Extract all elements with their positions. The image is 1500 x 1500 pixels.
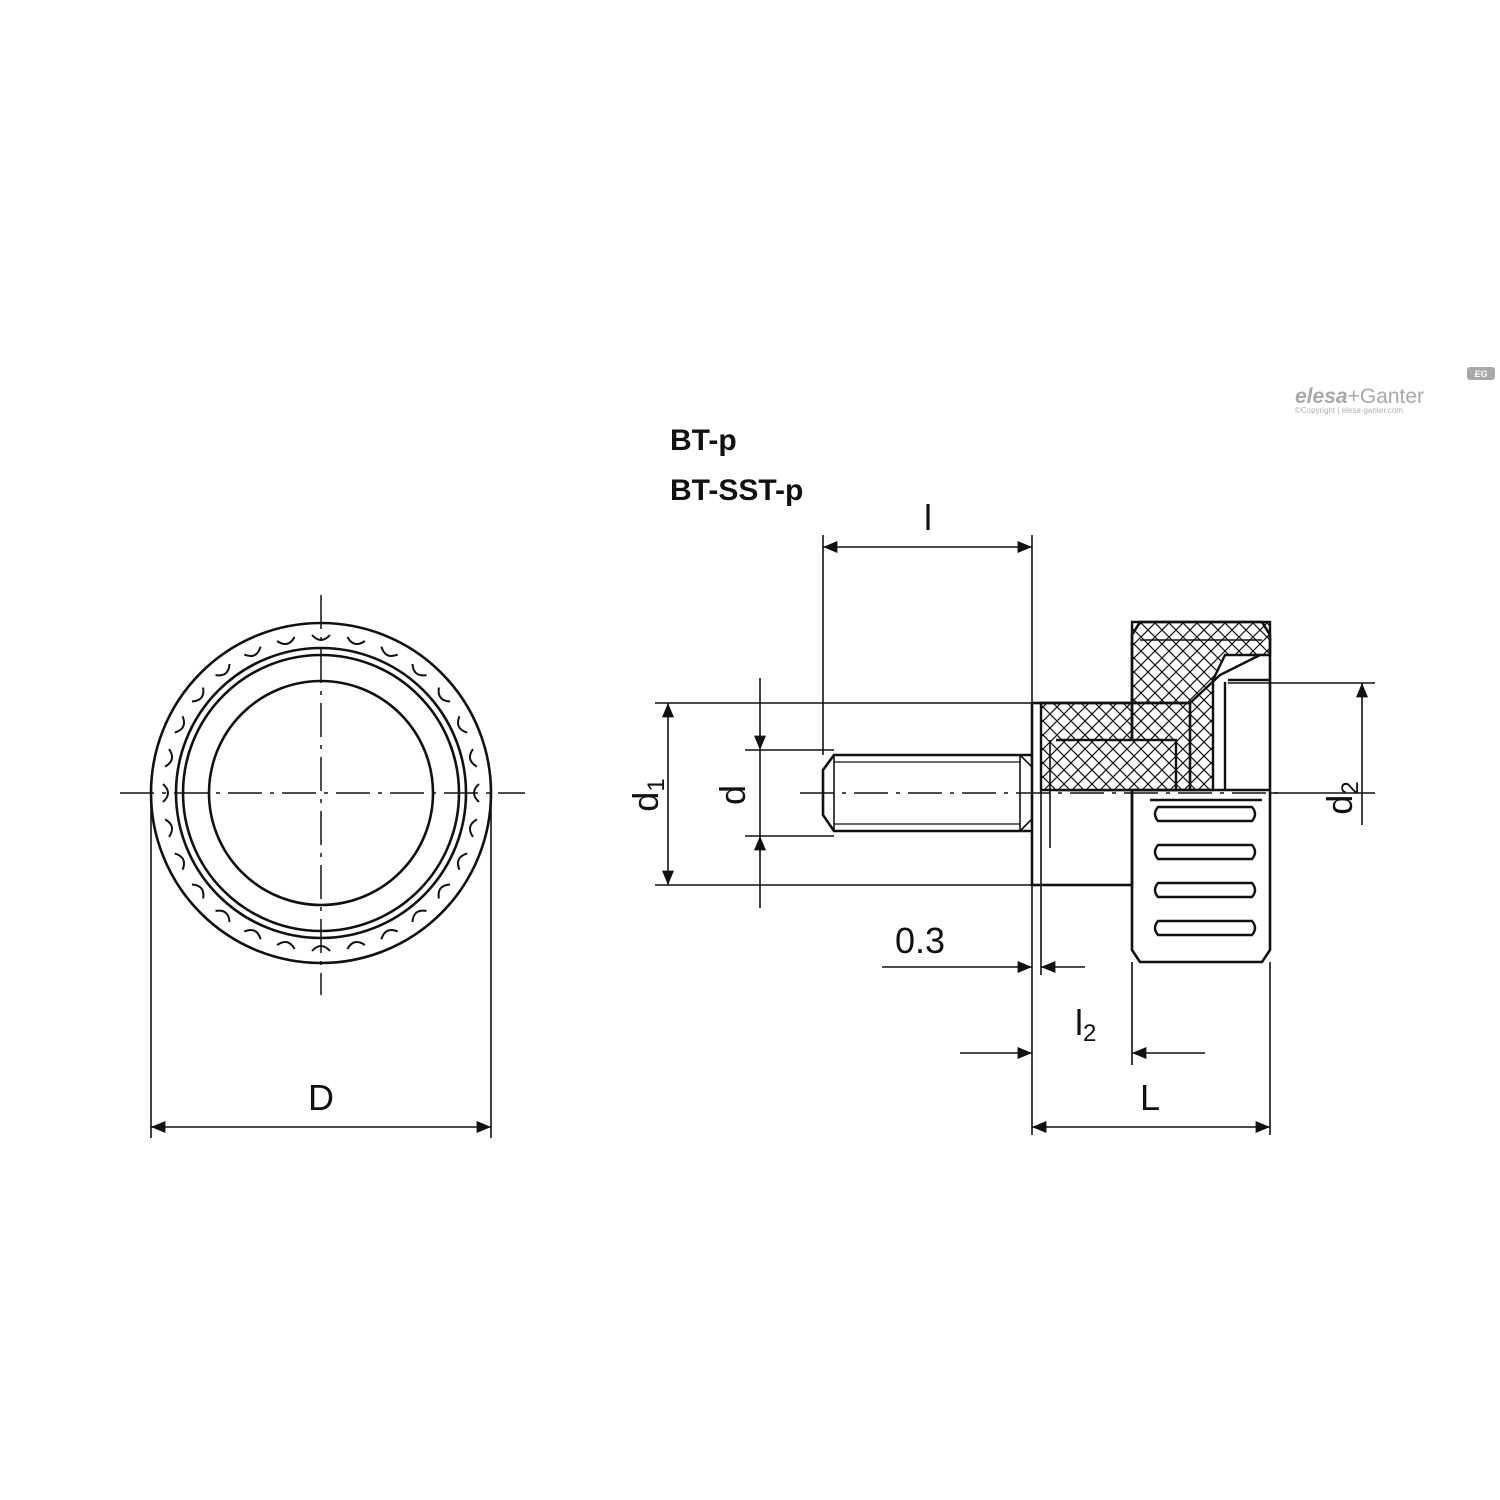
dimension-label-d1: d1 [625, 778, 670, 811]
front-view [120, 595, 525, 995]
dimension-label-gap: 0.3 [895, 920, 945, 961]
knurl-scallop [473, 783, 480, 803]
knurl-scallop [311, 945, 331, 952]
knurl-scallop [380, 928, 399, 940]
dimension-label-l: l [924, 497, 932, 538]
logo-plus: + [1348, 385, 1360, 408]
side-dimensions [655, 535, 1375, 1135]
knob-rim-inner [174, 646, 468, 940]
knurl-scallop [456, 852, 468, 871]
logo-brand-elesa: elesa [1295, 385, 1348, 408]
dimension-label-d: d [712, 785, 753, 805]
knurl-scallop [174, 715, 186, 734]
knurl-scallop [215, 663, 231, 677]
knurl-scallops [162, 634, 480, 952]
dimension-label-D: D [308, 1077, 334, 1118]
logo-badge [1467, 367, 1495, 380]
knurl-scallop [468, 748, 478, 768]
knurl-scallop [380, 646, 399, 658]
title-bt-p: BT-p [670, 424, 737, 457]
svg-text:elesa+Ganter: elesa+Ganter [1295, 385, 1424, 408]
knurl-scallop [162, 783, 169, 803]
knurl-scallop [456, 715, 468, 734]
logo-copyright: ©Copyright | elesa-ganter.com [1295, 406, 1403, 415]
l2-subscript: 2 [1083, 1020, 1096, 1047]
knurl-scallop [215, 909, 231, 923]
d1-subscript: 1 [643, 778, 670, 791]
dimension-label-L: L [1140, 1077, 1160, 1118]
l2-base: l [1075, 1002, 1083, 1043]
title-bt-sst-p: BT-SST-p [670, 474, 803, 507]
knurled-section [1039, 620, 1272, 792]
knurl-scallop [437, 687, 451, 703]
svg-text:d2: d2 [1319, 781, 1364, 814]
knurl-scallop [276, 636, 296, 646]
brand-logo: elesa+Ganter EG ©Copyright | elesa-gante… [1295, 367, 1495, 415]
dimension-label-l2: l2 [1075, 1002, 1096, 1047]
knob-outer-rim [149, 621, 493, 965]
knurl-scallop [437, 883, 451, 899]
knurl-scallop [191, 883, 205, 899]
logo-brand-ganter: Ganter [1360, 385, 1424, 408]
knurl-scallop [411, 909, 427, 923]
knurl-scallop [164, 748, 174, 768]
d2-base: d [1319, 795, 1360, 815]
knurl-scallop [174, 852, 186, 871]
knob-face-ring [181, 653, 461, 933]
dimension-D [150, 800, 492, 1138]
d2-subscript: 2 [1337, 781, 1364, 794]
dimension-label-d2: d2 [1319, 781, 1364, 814]
knurl-scallop [243, 928, 262, 940]
logo-badge-text: EG [1474, 369, 1487, 379]
knurl-scallop [276, 940, 296, 950]
knurl-scallop [164, 818, 174, 838]
knurl-scallop [411, 663, 427, 677]
knurl-scallop [311, 634, 331, 641]
knurl-scallop [346, 940, 366, 950]
knob-insert-face [207, 679, 435, 907]
svg-text:d1: d1 [625, 778, 670, 811]
knurl-scallop [191, 687, 205, 703]
svg-text:d: d [712, 785, 753, 805]
knurl-scallop [346, 636, 366, 646]
knurl-scallop [243, 646, 262, 658]
d1-base: d [625, 792, 666, 812]
knurl-scallop [468, 818, 478, 838]
grip-ribs [1132, 788, 1270, 937]
